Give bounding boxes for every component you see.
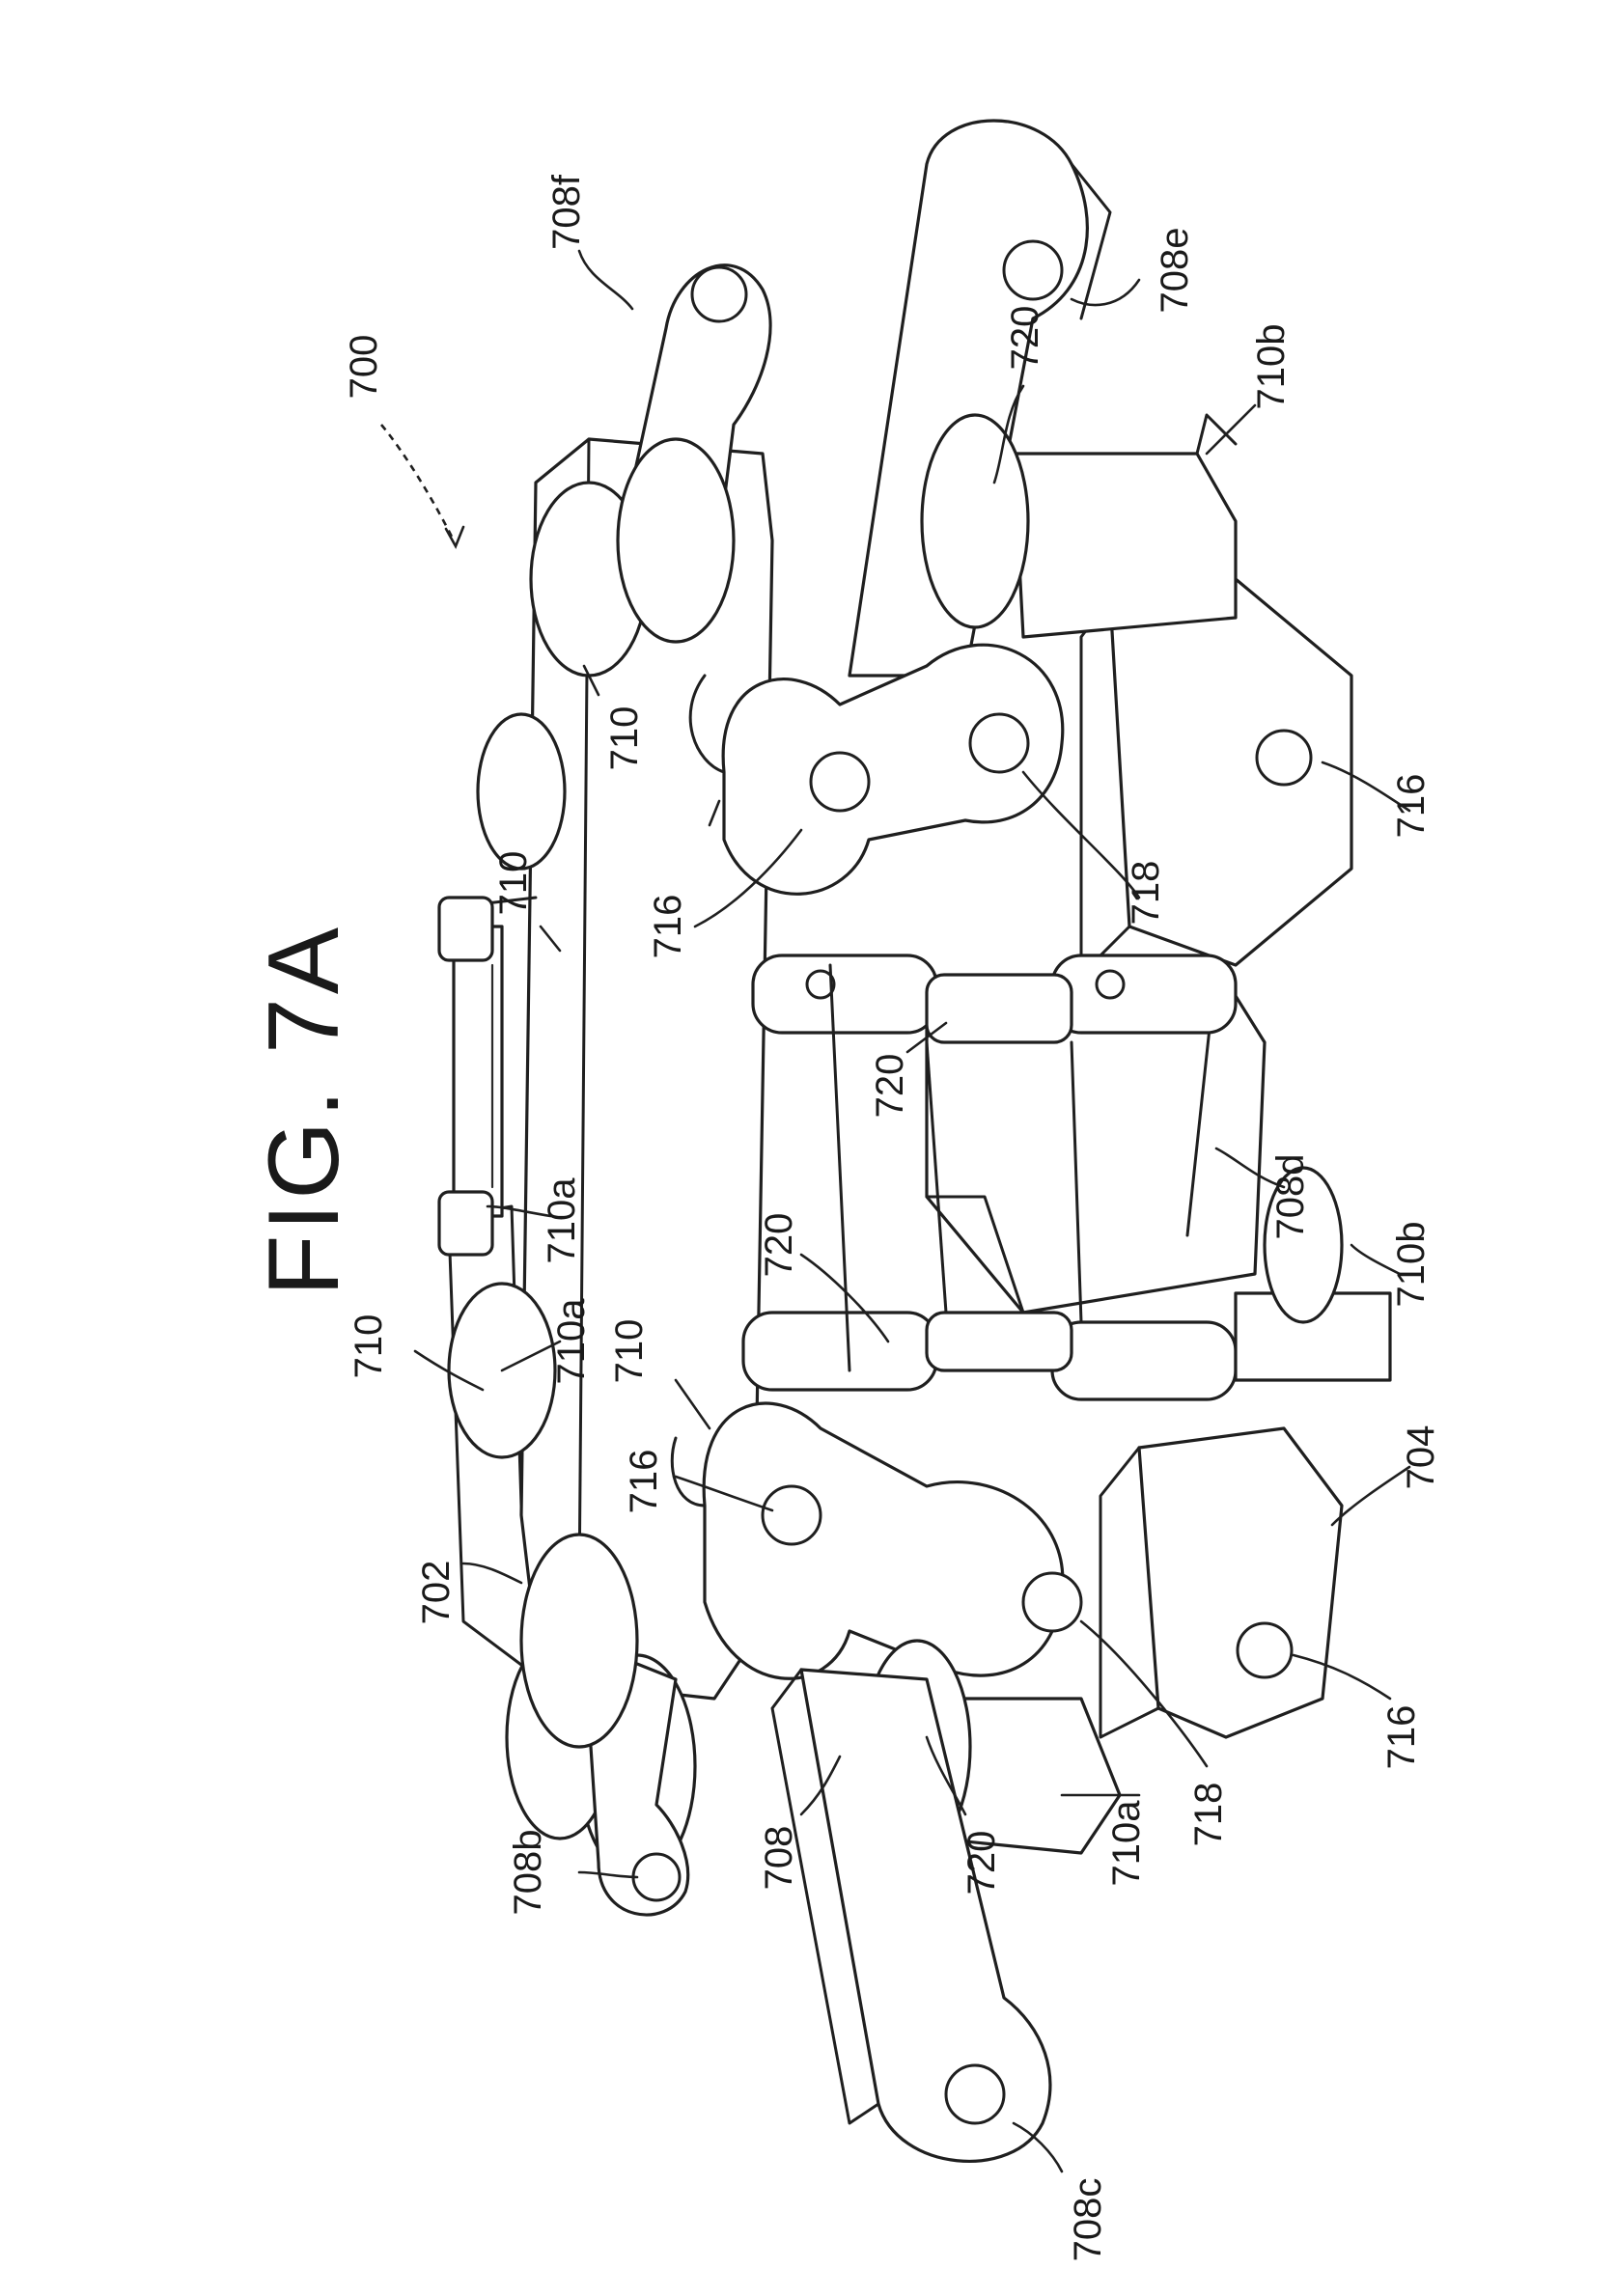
- label-710-left-top: 710: [348, 1314, 390, 1379]
- label-720-lower-left: 720: [961, 1831, 1003, 1895]
- label-716-far-left: 716: [1380, 1705, 1423, 1770]
- label-702: 702: [415, 1561, 458, 1625]
- label-710a-left-lower: 710a: [1105, 1800, 1148, 1887]
- double-link-upper: [753, 955, 1236, 1042]
- label-710a-center: 710a: [541, 1177, 583, 1264]
- label-720-center-lower: 720: [758, 1213, 800, 1278]
- label-708c: 708c: [1067, 2178, 1109, 2262]
- label-710b-top: 710b: [1250, 324, 1293, 410]
- bracket-716-left: [1100, 1428, 1342, 1737]
- label-718-left: 718: [1187, 1783, 1230, 1847]
- label-716-right-upper: 716: [647, 895, 689, 959]
- gear-stack-710b-right: [922, 415, 1236, 637]
- link-plate-left: [672, 1403, 1081, 1678]
- bracket-716-right: [1081, 579, 1351, 975]
- label-708f: 708f: [545, 174, 588, 250]
- label-704: 704: [1400, 1425, 1442, 1490]
- label-718-right: 718: [1125, 861, 1167, 926]
- label-708: 708: [758, 1826, 800, 1891]
- label-710a-left: 710a: [550, 1298, 593, 1385]
- label-708d: 708d: [1269, 1154, 1312, 1240]
- label-720-top: 720: [1004, 306, 1046, 371]
- label-708e: 708e: [1154, 228, 1196, 314]
- central-bridge: [439, 898, 502, 1255]
- mechanism-assembly: [439, 121, 1390, 2161]
- label-708b: 708b: [507, 1830, 549, 1916]
- label-720-center: 720: [869, 1054, 911, 1119]
- leader-700: [381, 425, 454, 540]
- label-710-center: 710: [492, 851, 535, 916]
- arrow-700: [446, 527, 463, 546]
- label-716-far-right: 716: [1390, 774, 1433, 839]
- label-716-left: 716: [623, 1450, 665, 1514]
- figure-title: FIG. 7A: [248, 924, 360, 1296]
- label-710-right: 710: [603, 706, 646, 771]
- label-710b-center: 710b: [1390, 1222, 1433, 1308]
- label-700: 700: [343, 335, 385, 400]
- label-710-left: 710: [608, 1319, 651, 1384]
